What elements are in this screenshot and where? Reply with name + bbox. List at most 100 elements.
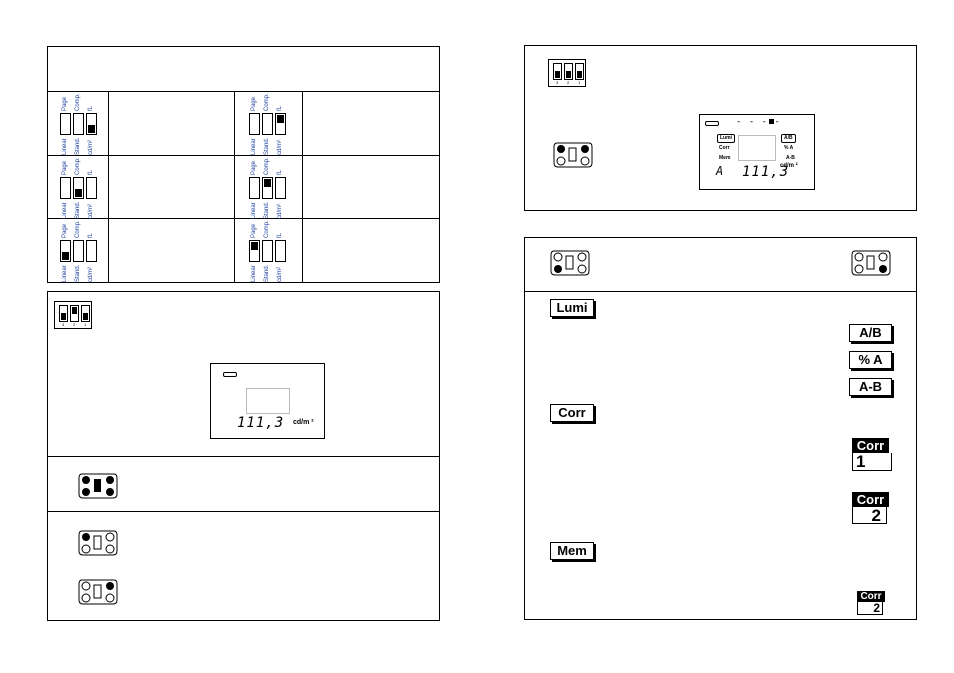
corr-2-tag: Corr 2 bbox=[852, 492, 889, 526]
right-display-panel bbox=[524, 45, 917, 211]
dip-switch bbox=[73, 113, 84, 135]
dip-label-top: Comp. bbox=[75, 157, 81, 175]
dip-label-bottom: Stand. bbox=[264, 137, 270, 155]
dip-label-top: Comp. bbox=[264, 220, 270, 238]
dip-label-bottom: cd/m² bbox=[88, 140, 94, 155]
lcd-dashes: - - - - bbox=[736, 117, 781, 127]
dip-switch bbox=[60, 177, 71, 199]
corr-tag-number: 1 bbox=[852, 453, 892, 471]
dip-switch bbox=[60, 240, 71, 262]
lcd-digits: 111,3 bbox=[742, 164, 790, 180]
table-header-divider bbox=[47, 91, 440, 92]
dip-number: 3 bbox=[62, 322, 65, 327]
lcd-mem-label: Mem bbox=[719, 155, 731, 161]
keypad-panel-2 bbox=[47, 511, 440, 621]
dip-number: 2 bbox=[73, 322, 76, 327]
dip-switch bbox=[249, 240, 260, 262]
dip-label-bottom: cd/m² bbox=[277, 204, 283, 219]
dip-label-top: fL bbox=[88, 169, 94, 175]
dip-label-top: fL bbox=[277, 169, 283, 175]
dip-label-top: Comp. bbox=[75, 93, 81, 111]
corr-tag-number: 2 bbox=[857, 602, 883, 615]
dip-number: 2 bbox=[567, 80, 570, 85]
dip-label-bottom: Stand. bbox=[264, 264, 270, 282]
dip-switch bbox=[73, 177, 84, 199]
keypad-icon-all-pressed bbox=[78, 473, 118, 499]
dip-switch bbox=[73, 240, 84, 262]
lcd-window bbox=[738, 135, 776, 161]
dip-label-bottom: Linear bbox=[62, 202, 68, 219]
dip-settings-table bbox=[47, 46, 440, 283]
corr-tag-number: 2 bbox=[852, 507, 887, 524]
dip-label-top: Comp. bbox=[75, 220, 81, 238]
keypad-icon-bottom-right bbox=[851, 250, 891, 276]
dip-switch bbox=[275, 177, 286, 199]
table-row-divider bbox=[47, 155, 440, 156]
dip-label-top: Page bbox=[62, 223, 68, 238]
flag-icon bbox=[769, 119, 774, 124]
dip-switch bbox=[86, 240, 97, 262]
dip-label-bottom: Stand. bbox=[264, 201, 270, 219]
dip-label-top: Comp. bbox=[264, 93, 270, 111]
dip-label-bottom: cd/m² bbox=[277, 267, 283, 282]
dip-label-bottom: Linear bbox=[251, 265, 257, 282]
battery-icon bbox=[223, 372, 237, 377]
lcd-digits: 111,3 bbox=[237, 415, 285, 431]
table-col-divider bbox=[108, 91, 109, 283]
dip-label-top: fL bbox=[277, 232, 283, 238]
lcd-ab-key: A/B bbox=[781, 134, 796, 143]
dip-label-bottom: Stand. bbox=[75, 264, 81, 282]
dip-switch bbox=[249, 177, 260, 199]
dip-label-top: Page bbox=[251, 223, 257, 238]
dip-switch bbox=[262, 240, 273, 262]
dip-switch-icon: 3 2 1 bbox=[548, 59, 586, 87]
dip-switch bbox=[275, 113, 286, 135]
pct-a-key: % A bbox=[849, 351, 892, 369]
battery-icon bbox=[705, 121, 719, 126]
keypad-icon-top-left bbox=[78, 530, 118, 556]
dip-number: 1 bbox=[578, 80, 581, 85]
lcd-display-full: - - - - Lumi Corr Mem A/B % A A-B A 111,… bbox=[699, 114, 815, 190]
table-col-divider bbox=[234, 91, 235, 283]
dip-switch bbox=[249, 113, 260, 135]
dip-switch bbox=[275, 240, 286, 262]
keypad-icon-top-right bbox=[78, 579, 118, 605]
lcd-window bbox=[246, 388, 290, 414]
dip-label-bottom: Linear bbox=[62, 265, 68, 282]
dip-label-top: Comp. bbox=[264, 157, 270, 175]
lcd-corr-label: Corr bbox=[719, 145, 730, 151]
dip-number: 3 bbox=[556, 80, 559, 85]
table-col-divider bbox=[302, 91, 303, 283]
dip-label-top: fL bbox=[88, 232, 94, 238]
keys-panel-divider bbox=[524, 291, 917, 292]
dip-label-top: fL bbox=[88, 105, 94, 111]
dip-label-top: Page bbox=[62, 96, 68, 111]
lcd-pct-a-label: % A bbox=[784, 145, 794, 151]
keys-panel bbox=[524, 237, 917, 620]
dip-switch bbox=[86, 113, 97, 135]
corr-2-tag-small: Corr 2 bbox=[857, 591, 885, 616]
lcd-a-minus-b-label: A-B bbox=[786, 155, 795, 161]
dip-label-bottom: Linear bbox=[251, 202, 257, 219]
dip-label-top: Page bbox=[62, 160, 68, 175]
lcd-lumi-key: Lumi bbox=[717, 134, 735, 143]
a-minus-b-key: A-B bbox=[849, 378, 892, 396]
dip-switch bbox=[86, 177, 97, 199]
dip-label-top: fL bbox=[277, 105, 283, 111]
dip-label-bottom: Linear bbox=[251, 138, 257, 155]
keypad-icon-bottom-left bbox=[550, 250, 590, 276]
dip-label-bottom: cd/m² bbox=[88, 267, 94, 282]
corr-key: Corr bbox=[550, 404, 594, 422]
dip-label-bottom: Stand. bbox=[75, 137, 81, 155]
lcd-channel: A bbox=[716, 164, 725, 178]
ab-key: A/B bbox=[849, 324, 892, 342]
keypad-icon-top-both bbox=[553, 142, 593, 168]
lcd-unit: cd/m ² bbox=[780, 163, 798, 169]
dip-label-bottom: Linear bbox=[62, 138, 68, 155]
